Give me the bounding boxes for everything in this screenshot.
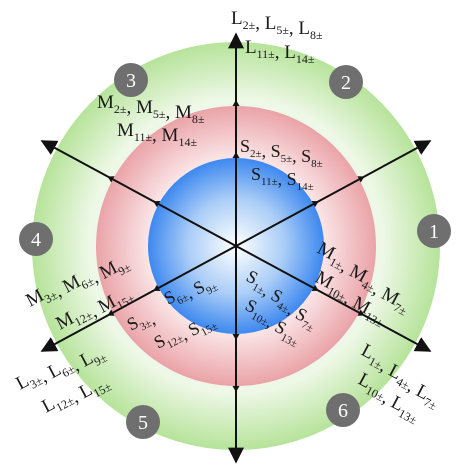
label-letter: , S [292,146,311,166]
sector-badge-circle [114,63,148,97]
label-letter: M [117,120,134,141]
label-l-11-14: L11±, L14± [245,37,315,66]
sector-badge-number: 3 [126,70,136,92]
sector-badge-number: 2 [341,72,351,94]
label-subscript: 11± [257,47,276,61]
label-subscript: 9± [204,281,220,297]
sector-badge-1: 1 [417,214,451,248]
axis-tick-arrow [311,201,319,208]
label-subscript: 2± [250,148,262,160]
label-subscript: 2± [114,102,127,116]
axis-tick-arrow [232,100,240,106]
label-subscript: 14± [178,135,197,149]
label-subscript: 2± [243,18,256,32]
axis-tick-arrow [232,386,240,392]
label-letter: L [231,8,243,29]
label-m-11-14: M11±, M14± [117,120,197,149]
sector-badge-5: 5 [126,405,160,439]
axis-tick-arrow [107,309,115,316]
label-letter: , L [275,42,296,63]
label-subscript: 5± [153,107,166,121]
sector-badge-circle [329,65,363,99]
label-m-2-5-8: M2±, M5±, M8± [97,92,205,126]
label-subscript: 14± [296,52,315,66]
label-l-2-5-8: L2±, L5±, L8± [231,8,323,42]
label-subscript: 3± [138,317,154,333]
label-letter: , L [289,18,310,39]
sector-badge-6: 6 [326,393,360,427]
label-subscript: 11± [134,130,153,144]
label-letter: , M [152,125,179,146]
label-subscript: 5± [281,153,293,165]
label-letter: , M [166,102,193,123]
label-subscript: 11± [261,176,278,188]
label-subscript: 5± [276,23,289,37]
sector-badge-circle [417,214,451,248]
label-subscript: 8± [311,158,323,170]
label-s-11-14: S11±, S14± [251,164,314,193]
sector-badge-3: 3 [114,63,148,97]
sector-badge-number: 5 [138,412,148,434]
label-letter: M [97,92,114,113]
axis-tick-arrow [357,176,365,183]
sector-badge-number: 4 [31,229,41,251]
label-letter: , L [255,13,276,34]
sector-badge-circle [19,222,53,256]
label-subscript: 8± [192,112,205,126]
label-subscript: 6± [175,291,191,307]
label-subscript: 8± [310,28,323,42]
axis-tick-arrow [153,284,161,291]
sector-badge-number: 1 [429,221,439,243]
sector-badge-circle [326,393,360,427]
label-letter: , S [262,141,281,161]
sector-badges: 1 2 3 4 5 6 [19,63,451,439]
sector-badge-circle [126,405,160,439]
label-letter: , S [278,169,297,189]
label-letter: S [251,164,261,184]
sector-badge-2: 2 [329,65,363,99]
label-letter: S [240,136,250,156]
sector-badge-number: 6 [338,400,348,422]
label-letter: , M [127,97,154,118]
label-subscript: 1± [250,281,266,297]
label-l-10-13: L10±, L13± [351,369,427,428]
label-subscript: 14± [297,181,314,193]
label-subscript: 4± [275,300,291,316]
axes [40,32,432,464]
label-letter: L [245,37,257,58]
sector-badge-4: 4 [19,222,53,256]
label-s-2-5-8: S2±, S5±, S8± [240,136,323,170]
label-subscript: 7± [299,319,315,335]
axis-diagonal-b [40,140,432,352]
